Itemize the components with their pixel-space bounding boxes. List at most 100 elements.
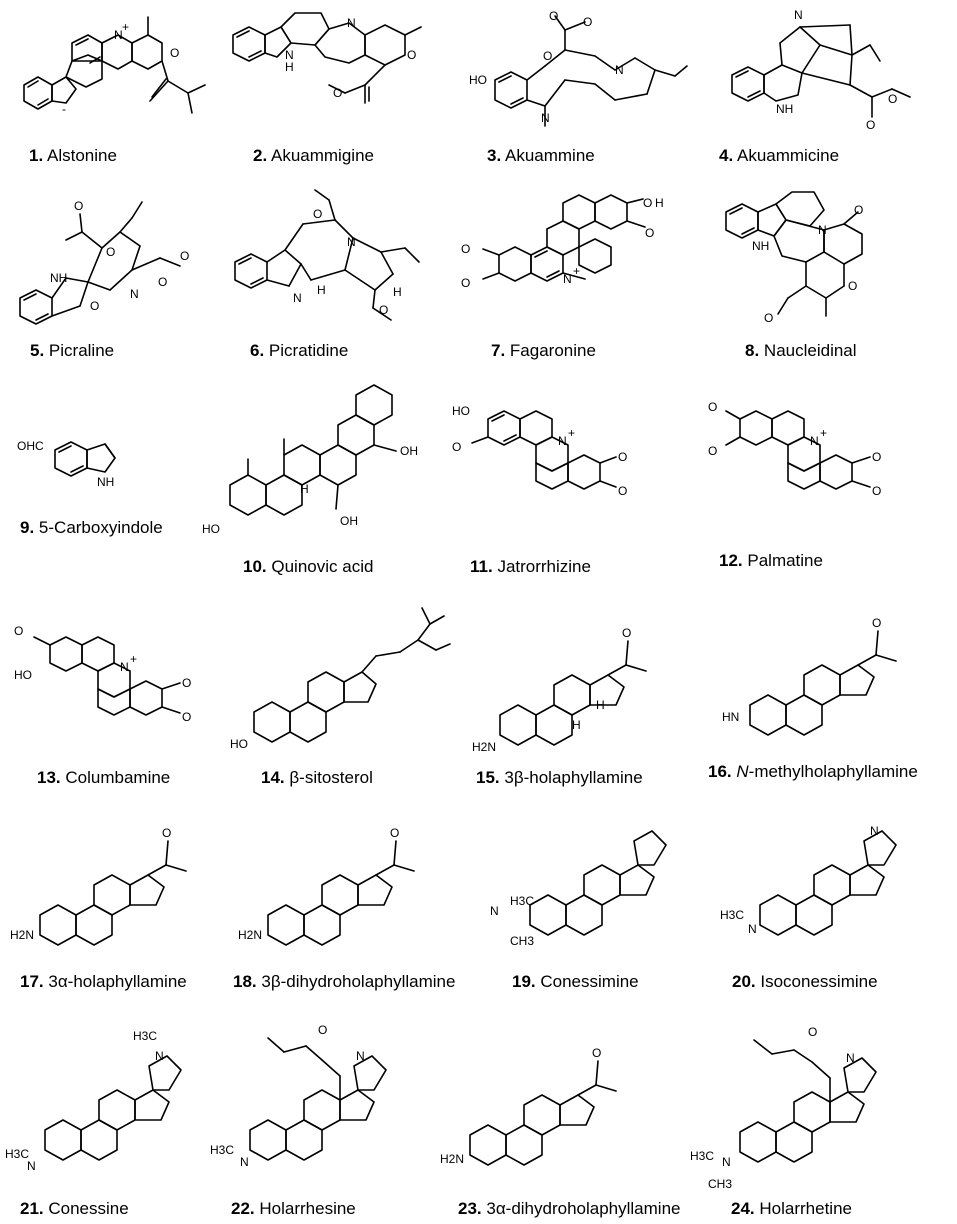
svg-text:H3C: H3C bbox=[5, 1147, 29, 1161]
svg-text:H: H bbox=[655, 196, 664, 210]
svg-text:N: N bbox=[356, 1049, 365, 1063]
svg-text:O: O bbox=[854, 203, 863, 217]
svg-text:O: O bbox=[592, 1046, 601, 1060]
svg-text:H2N: H2N bbox=[440, 1152, 464, 1166]
caption-14: 14. β-sitosterol bbox=[261, 768, 373, 787]
caption-10: 10. Quinovic acid bbox=[243, 557, 374, 576]
svg-text:O: O bbox=[318, 1023, 327, 1037]
structure-11: HO O N + O O bbox=[448, 395, 658, 555]
svg-text:HN: HN bbox=[722, 710, 739, 724]
svg-text:O: O bbox=[708, 444, 717, 458]
svg-text:N: N bbox=[285, 48, 294, 62]
svg-text:N: N bbox=[490, 904, 499, 918]
structure-19: N H3C CH3 bbox=[490, 805, 720, 965]
svg-text:H2N: H2N bbox=[472, 740, 496, 754]
caption-24: 24. Holarrhetine bbox=[731, 1199, 852, 1218]
svg-text:O: O bbox=[618, 450, 627, 464]
svg-text:+: + bbox=[122, 20, 129, 34]
svg-text:N: N bbox=[347, 235, 356, 249]
svg-text:N: N bbox=[347, 16, 356, 30]
svg-text:+: + bbox=[130, 652, 137, 666]
svg-text:HO: HO bbox=[469, 73, 487, 87]
structure-9: OHC NH bbox=[15, 420, 175, 500]
structure-17: H2N O bbox=[10, 805, 240, 965]
structure-20: H3C N N bbox=[720, 805, 950, 965]
svg-text:H3C: H3C bbox=[690, 1149, 714, 1163]
structure-3: HO N N O O O bbox=[465, 9, 695, 140]
structure-22: H3C N N O bbox=[210, 1020, 440, 1190]
svg-text:N: N bbox=[155, 1049, 164, 1063]
svg-text:O: O bbox=[158, 275, 167, 289]
caption-16: 16. N-methylholaphyllamine bbox=[708, 762, 918, 781]
caption-17: 17. 3α-holaphyllamine bbox=[20, 972, 187, 991]
svg-text:H: H bbox=[393, 285, 402, 299]
svg-text:H3C: H3C bbox=[510, 894, 534, 908]
svg-text:O: O bbox=[379, 303, 388, 317]
svg-text:N: N bbox=[130, 287, 139, 301]
svg-text:O: O bbox=[872, 450, 881, 464]
caption-19: 19. Conessimine bbox=[512, 972, 639, 991]
svg-text:H: H bbox=[317, 283, 326, 297]
structure-2: N H N O O bbox=[225, 5, 445, 140]
caption-4: 4. Akuammicine bbox=[719, 146, 840, 165]
structure-4: N NH O O bbox=[720, 5, 940, 140]
svg-text:-: - bbox=[62, 102, 66, 116]
svg-text:N: N bbox=[240, 1155, 249, 1169]
svg-text:H: H bbox=[572, 718, 581, 732]
svg-text:HO: HO bbox=[452, 404, 470, 418]
caption-1: 1. Alstonine bbox=[29, 146, 117, 165]
svg-text:OH: OH bbox=[340, 514, 358, 528]
structure-16: HN O bbox=[720, 595, 950, 755]
svg-text:O: O bbox=[708, 400, 717, 414]
svg-text:O: O bbox=[888, 92, 897, 106]
structure-12: O O N + O O bbox=[700, 385, 920, 545]
svg-text:H: H bbox=[285, 60, 294, 74]
svg-text:O: O bbox=[848, 279, 857, 293]
svg-text:O: O bbox=[583, 15, 592, 29]
caption-7: 7. Fagaronine bbox=[491, 341, 596, 360]
svg-text:O: O bbox=[106, 245, 115, 259]
svg-text:HO: HO bbox=[230, 737, 248, 751]
svg-text:H2N: H2N bbox=[10, 928, 34, 942]
svg-text:O: O bbox=[390, 826, 399, 840]
svg-text:N: N bbox=[114, 28, 123, 42]
svg-text:+: + bbox=[568, 426, 575, 440]
caption-9: 9. 5-Carboxyindole bbox=[20, 518, 163, 537]
structure-24: H3C N CH3 N O bbox=[690, 1020, 930, 1195]
caption-2: 2. Akuammigine bbox=[253, 146, 374, 165]
svg-text:H3C: H3C bbox=[133, 1029, 157, 1043]
caption-21: 21. Conessine bbox=[20, 1199, 129, 1218]
svg-text:N: N bbox=[722, 1155, 731, 1169]
svg-text:N: N bbox=[558, 434, 567, 448]
svg-text:O: O bbox=[461, 276, 470, 290]
structure-8: NH N O O O bbox=[718, 190, 938, 340]
svg-text:O: O bbox=[872, 484, 881, 498]
svg-text:+: + bbox=[820, 426, 827, 440]
caption-11: 11. Jatrorrhizine bbox=[470, 557, 591, 576]
caption-3: 3. Akuammine bbox=[487, 146, 595, 165]
structure-5: NH N O O O O O bbox=[10, 190, 220, 340]
svg-text:H: H bbox=[300, 482, 309, 496]
svg-text:O: O bbox=[645, 226, 654, 240]
svg-text:O: O bbox=[866, 118, 875, 132]
svg-text:O: O bbox=[182, 676, 191, 690]
svg-text:H: H bbox=[596, 698, 605, 712]
caption-22: 22. Holarrhesine bbox=[231, 1199, 356, 1218]
svg-text:O: O bbox=[808, 1025, 817, 1039]
svg-text:H2N: H2N bbox=[238, 928, 262, 942]
caption-6: 6. Picratidine bbox=[250, 341, 349, 360]
structure-15: H2N O H H bbox=[470, 605, 700, 765]
structure-7: O O O H O N + bbox=[455, 194, 695, 335]
svg-text:N: N bbox=[810, 434, 819, 448]
structure-21: H3C N H3C N bbox=[5, 1020, 235, 1190]
svg-text:O: O bbox=[182, 710, 191, 724]
svg-text:O: O bbox=[549, 9, 558, 23]
svg-text:N: N bbox=[615, 63, 624, 77]
svg-text:CH3: CH3 bbox=[510, 934, 534, 948]
svg-text:+: + bbox=[573, 264, 580, 278]
caption-12: 12. Palmatine bbox=[719, 551, 823, 570]
svg-text:O: O bbox=[643, 196, 652, 210]
caption-18: 18. 3β-dihydroholaphyllamine bbox=[233, 972, 456, 991]
caption-20: 20. Isoconessimine bbox=[732, 972, 878, 991]
svg-text:O: O bbox=[872, 616, 881, 630]
